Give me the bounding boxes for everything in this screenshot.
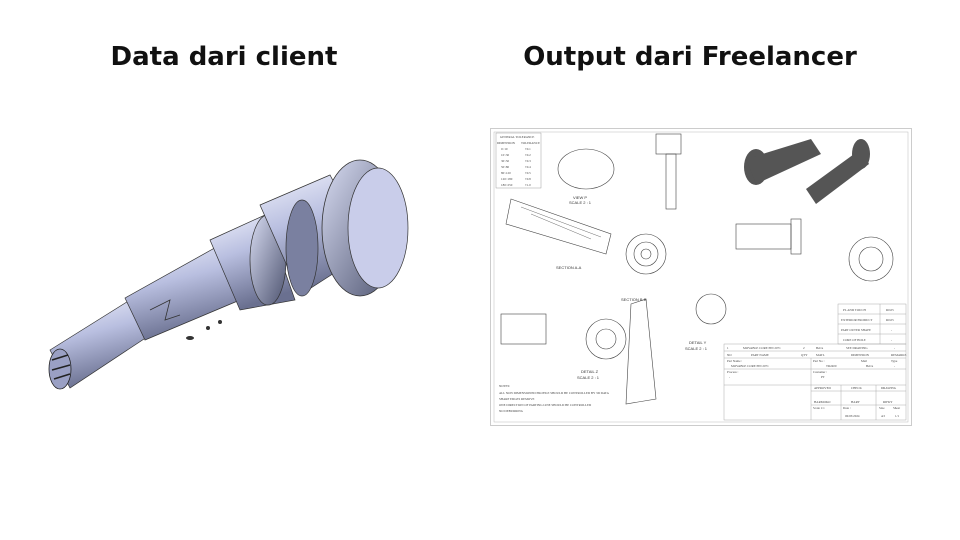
note-line: ONE DIRECTION OF PARTING LINE SHOULD BE … [499,403,592,407]
detail-y-label: DETAIL Y [689,340,707,345]
tb-label: Type [891,359,898,363]
tb-value: TR2400 [826,364,837,368]
freelancer-technical-drawing: GENERAL TOLERANCE DIMENSION TOLERANCE 0~… [490,128,912,426]
surface-cell: R0.05 [886,308,894,312]
surface-cell: R0.05 [886,318,894,322]
tb-value: Scale 1:1 [813,406,825,410]
tb-header: NO [727,353,732,357]
tb-value: HARY [851,400,861,404]
view-p-label: VIEW P [573,195,587,200]
surface-cell: CORE OF HOLE [843,338,866,342]
tb-label: Date : [843,406,851,410]
tb-label: CHECK [851,386,863,390]
surface-cell: PL AND TOUCH [843,308,866,312]
surface-cell: - [891,328,892,332]
detail-z-scale: SCALE 2 : 1 [577,375,600,380]
tolerance-header: DIMENSION [497,141,516,145]
detail-y-scale: SCALE 2 : 1 [685,346,708,351]
note-line: ALL NON DIMENSIONED PROFILE SHOULD BE CO… [499,391,610,395]
note-line: NO DEBURRING [499,409,524,413]
tb-value: HARMOKO [814,400,831,404]
tb-header: PART NAME [751,353,769,357]
tb-value: - [894,364,895,368]
freelancer-output-title: Output dari Freelancer [523,42,857,72]
tolerance-cell: ±0.2 [525,153,531,157]
tolerance-cell: 80~120 [501,171,511,175]
tb-label: Process : [727,370,739,374]
tb-value: 1/1 [895,414,899,418]
tolerance-cell: 120~180 [501,177,513,181]
tb-value: BeCu [866,364,874,368]
tb-value: RIFKY [883,400,893,404]
tb-cell: 2 [803,346,805,350]
tolerance-title: GENERAL TOLERANCE [500,135,534,139]
tolerance-cell: ±0.8 [525,177,531,181]
tb-label: Matl [861,359,867,363]
tb-cell: BeCu [816,346,824,350]
tolerance-cell: 10~30 [501,153,510,157]
note-line: SHARP EDGES REMOVE [499,397,535,401]
tb-label: APPROVED [814,386,832,390]
tb-value: - [729,375,730,379]
tolerance-cell: ±0.5 [525,171,531,175]
tb-label: Sheet [893,406,900,410]
section-aa-label: SECTION A-A [556,265,582,270]
tb-value: PT [821,375,825,379]
tb-label: Part Name : [727,359,742,363]
tb-value: MOVABLE CORE PIN 2071 [731,364,769,368]
tolerance-cell: ±0.1 [525,147,531,151]
tb-header: QTY [801,353,808,357]
tb-header: DIMENSION [851,353,870,357]
section-bb-label: SECTION B-B [621,297,647,302]
tolerance-cell: 30~50 [501,159,510,163]
tb-cell: - [894,346,895,350]
tb-cell: MOVABLE CORE PIN 2071 [743,346,781,350]
tolerance-table: GENERAL TOLERANCE DIMENSION TOLERANCE 0~… [495,132,542,189]
tolerance-cell: 0~10 [501,147,508,151]
tb-label: DRAWING [881,386,897,390]
tolerance-cell: ±0.4 [525,165,531,169]
tb-cell: 1 [727,346,729,350]
client-3d-part-image [48,159,409,390]
notes-heading: NOTES: [499,384,510,388]
tolerance-cell: 180~250 [501,183,513,187]
tb-header: MATL [816,353,825,357]
surface-cell: PART OUTER SHAPE [841,328,871,332]
tb-value: 06/03/2024 [845,414,860,418]
tb-cell: SEE DRAWING [846,346,868,350]
surface-cell: EXTERIOR PRODUCT [841,318,872,322]
tolerance-header: TOLERANCE [521,141,540,145]
tolerance-cell: 50~80 [501,165,510,169]
client-data-title: Data dari client [110,42,338,72]
tb-value: A3 [881,414,885,418]
detail-z-label: DETAIL Z [581,369,599,374]
tb-label: Size [879,406,885,410]
title-block [723,343,907,421]
tb-label: Part No : [813,359,825,363]
tolerance-cell: ±0.3 [525,159,531,163]
tb-header: REMARKS [891,353,907,357]
tolerance-cell: ±1.0 [525,183,531,187]
view-p-scale: SCALE 2 : 1 [569,200,592,205]
notes: NOTES: ALL NON DIMENSIONED PROFILE SHOUL… [499,384,610,413]
surface-cell: - [891,338,892,342]
tb-label: Customer : [813,370,827,374]
